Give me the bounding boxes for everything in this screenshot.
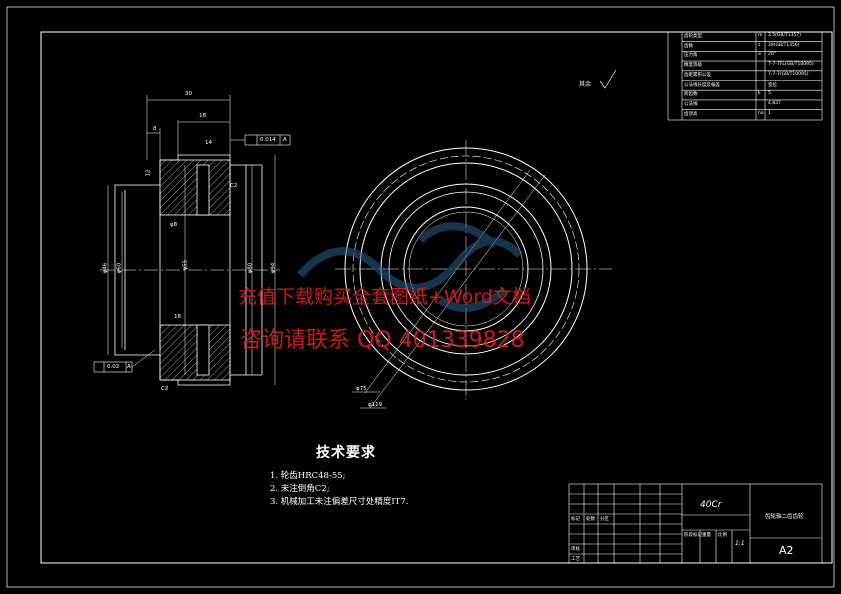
dim-small-width: 8 xyxy=(153,126,157,132)
gear-param-value: 3.5(GB/T1357) xyxy=(768,33,801,38)
dim-dia-60: φ60 xyxy=(116,262,123,274)
tb-label-review: 审核 xyxy=(571,547,580,552)
gear-param-symbol: α xyxy=(758,52,761,58)
dim-chamfer: C2 xyxy=(230,183,238,189)
tech-req-item-3: 3. 机械加工未注偏差尺寸处精度IT7. xyxy=(270,497,409,507)
dim-chamfer-bottom: C2 xyxy=(161,386,169,392)
gear-param-symbol: m xyxy=(758,33,763,38)
tb-label-weight: 重量 xyxy=(702,533,711,538)
tech-req-item-1: 1. 轮齿HRC48-55; xyxy=(270,471,346,481)
tb-label-mark: 标记 xyxy=(571,517,580,522)
gear-param-table xyxy=(667,31,823,121)
gear-param-value: 7-7-7(GB/T10095) xyxy=(768,71,809,77)
roughness-symbol xyxy=(599,69,617,89)
dim-dia-small: φ46 xyxy=(102,262,109,274)
tech-req-title: 技术要求 xyxy=(316,445,376,461)
gear-param-value: 20° xyxy=(768,52,776,58)
front-view xyxy=(335,140,612,409)
dim-width-total: 30 xyxy=(185,91,192,97)
sheet-size: A2 xyxy=(779,544,794,557)
dim-width-14: 14 xyxy=(205,140,212,146)
runout-top-value: 0.014 xyxy=(260,137,276,143)
runout-bottom-value: 0.02 xyxy=(107,364,120,370)
watermark-line-2: 咨询请联系 QQ 401339828 xyxy=(240,328,525,353)
gear-param-label: 压力角 xyxy=(684,53,698,59)
material-label: 40Cr xyxy=(700,500,722,510)
tb-label-zone: 分区 xyxy=(600,517,609,522)
gear-param-value: 7-7-7FL(GB/T10095) xyxy=(768,62,814,68)
gear-param-label: 跨齿数 xyxy=(684,92,698,98)
outer-frame xyxy=(6,6,835,588)
circle-label-1: φ75 xyxy=(356,386,367,392)
gear-param-label: 精度等级 xyxy=(684,63,702,69)
gear-param-label: 齿距累积公差 xyxy=(684,72,711,78)
circle-label-2: φ119 xyxy=(368,402,383,408)
scale-label: 1:1 xyxy=(735,540,745,547)
drawing-name: 齿轮轴二齿齿轮 xyxy=(765,514,804,520)
runout-bottom-datum: A xyxy=(127,364,131,370)
roughness-rest-label: 其余 xyxy=(579,81,592,88)
tech-req-list: 1. 轮齿HRC48-55; 2. 未注倒角C2; 3. 机械加工未注偏差尺寸处… xyxy=(270,470,408,509)
dim-label-18: 18 xyxy=(174,314,181,320)
dim-hub-width: 18 xyxy=(199,113,206,119)
inner-frame xyxy=(40,31,833,564)
dim-dia-d: φ8 xyxy=(170,222,178,228)
gear-param-value: 4.837 xyxy=(768,100,781,106)
watermark-logo xyxy=(297,222,523,312)
watermark-line-1: 充值下载购买全套图纸+Word文档 xyxy=(238,286,531,308)
gear-param-label: 公法线 xyxy=(684,101,698,107)
title-block xyxy=(568,483,823,564)
gear-param-symbol: z xyxy=(758,42,761,48)
gear-param-symbol: k xyxy=(758,91,761,97)
tech-req-item-2: 2. 未注倒角C2; xyxy=(270,484,330,494)
tb-label-scale: 比例 xyxy=(718,533,727,538)
dim-dia-bore: φ55 xyxy=(182,259,189,271)
gear-param-label: 公法线长度及偏差 xyxy=(684,82,720,88)
gear-param-label: 齿轮类型 xyxy=(684,34,702,39)
dim-dia-80: φ80 xyxy=(247,262,254,274)
gear-param-label: 齿数 xyxy=(684,43,693,49)
tb-label-stage: 阶段标记 xyxy=(684,533,702,538)
gear-param-value: 5 xyxy=(768,91,771,97)
tb-label-count: 处数 xyxy=(586,517,595,522)
gear-param-symbol: ha xyxy=(758,110,764,116)
section-view xyxy=(93,95,291,386)
technical-requirements: 技术要求 1. 轮齿HRC48-55; 2. 未注倒角C2; 3. 机械加工未注… xyxy=(270,442,408,509)
dim-label-12: 12 xyxy=(145,169,152,177)
gear-param-value: 变位 xyxy=(768,82,777,88)
gear-param-label: 齿顶高 xyxy=(684,111,698,117)
gear-param-value: 1 xyxy=(768,110,771,116)
gear-param-value: 39(GB/T1356) xyxy=(768,42,800,48)
dim-dia-94: φ94 xyxy=(270,262,277,274)
runout-top-datum: A xyxy=(283,137,287,143)
tb-label-process: 工艺 xyxy=(571,557,580,562)
